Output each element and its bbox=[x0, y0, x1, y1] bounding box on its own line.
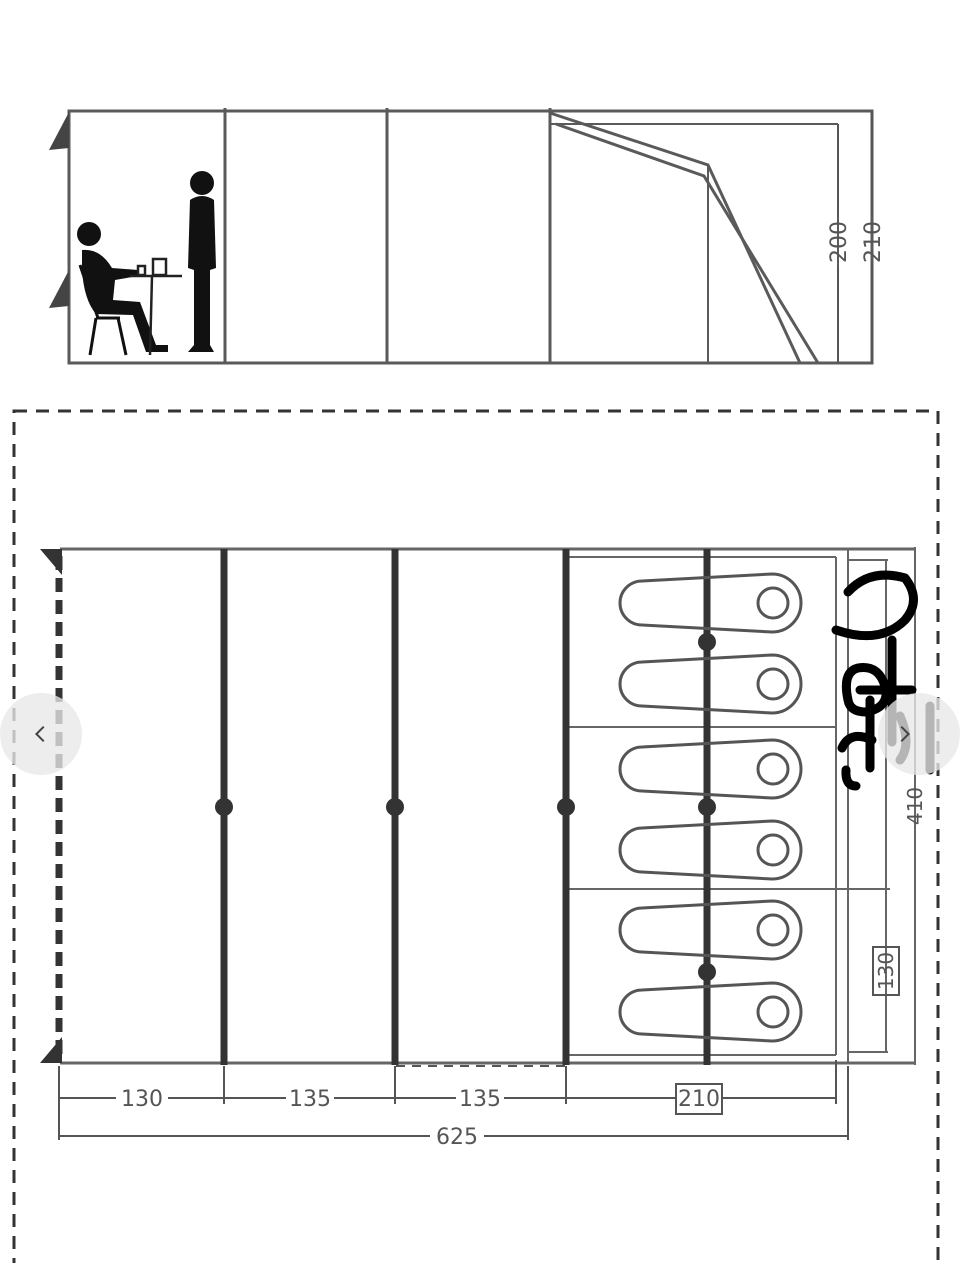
sleeping-bag bbox=[618, 819, 803, 881]
height-dimension bbox=[837, 111, 873, 363]
segment-label-1: 130 bbox=[121, 1087, 163, 1112]
pole-joints bbox=[215, 633, 716, 981]
chevron-right-icon bbox=[900, 725, 911, 743]
pillow-icon bbox=[756, 995, 790, 1029]
side-view bbox=[67, 108, 874, 365]
pillow-icon bbox=[756, 913, 790, 947]
footprint-outline bbox=[12, 409, 940, 1263]
pillow-icon bbox=[756, 752, 790, 786]
total-length-label: 625 bbox=[436, 1125, 478, 1150]
peg-icon bbox=[40, 1037, 62, 1063]
length-dimensions bbox=[58, 1060, 849, 1140]
bedroom-depth-label: 130 bbox=[874, 952, 898, 990]
seated-person-icon bbox=[77, 222, 168, 356]
depth-label: 410 bbox=[903, 787, 927, 825]
segment-label-2: 135 bbox=[289, 1087, 331, 1112]
pillow-icon bbox=[756, 833, 790, 867]
peg-icon bbox=[49, 112, 69, 150]
standing-person-icon bbox=[188, 171, 216, 352]
depth-dimensions bbox=[872, 946, 900, 996]
chevron-left-icon bbox=[34, 725, 45, 743]
sleeping-bag bbox=[618, 981, 803, 1043]
table-icon bbox=[130, 257, 182, 356]
floor-outline bbox=[60, 547, 916, 1065]
sleeping-bag bbox=[618, 572, 803, 634]
previous-image-button[interactable] bbox=[0, 693, 82, 775]
sleeping-bag bbox=[618, 899, 803, 961]
height-label-inner: 200 bbox=[827, 221, 852, 263]
tent-poles bbox=[220, 549, 711, 1065]
peg-icon bbox=[49, 270, 69, 308]
pillow-icon bbox=[756, 586, 790, 620]
pillow-icon bbox=[756, 667, 790, 701]
sleeping-bags bbox=[618, 572, 803, 1043]
segment-label-4: 210 bbox=[678, 1087, 720, 1112]
sleeping-bag bbox=[618, 738, 803, 800]
sleeping-bag bbox=[618, 653, 803, 715]
peg-icon bbox=[40, 549, 62, 575]
next-image-button[interactable] bbox=[878, 693, 960, 775]
height-label-outer: 210 bbox=[861, 221, 886, 263]
segment-label-3: 135 bbox=[459, 1087, 501, 1112]
